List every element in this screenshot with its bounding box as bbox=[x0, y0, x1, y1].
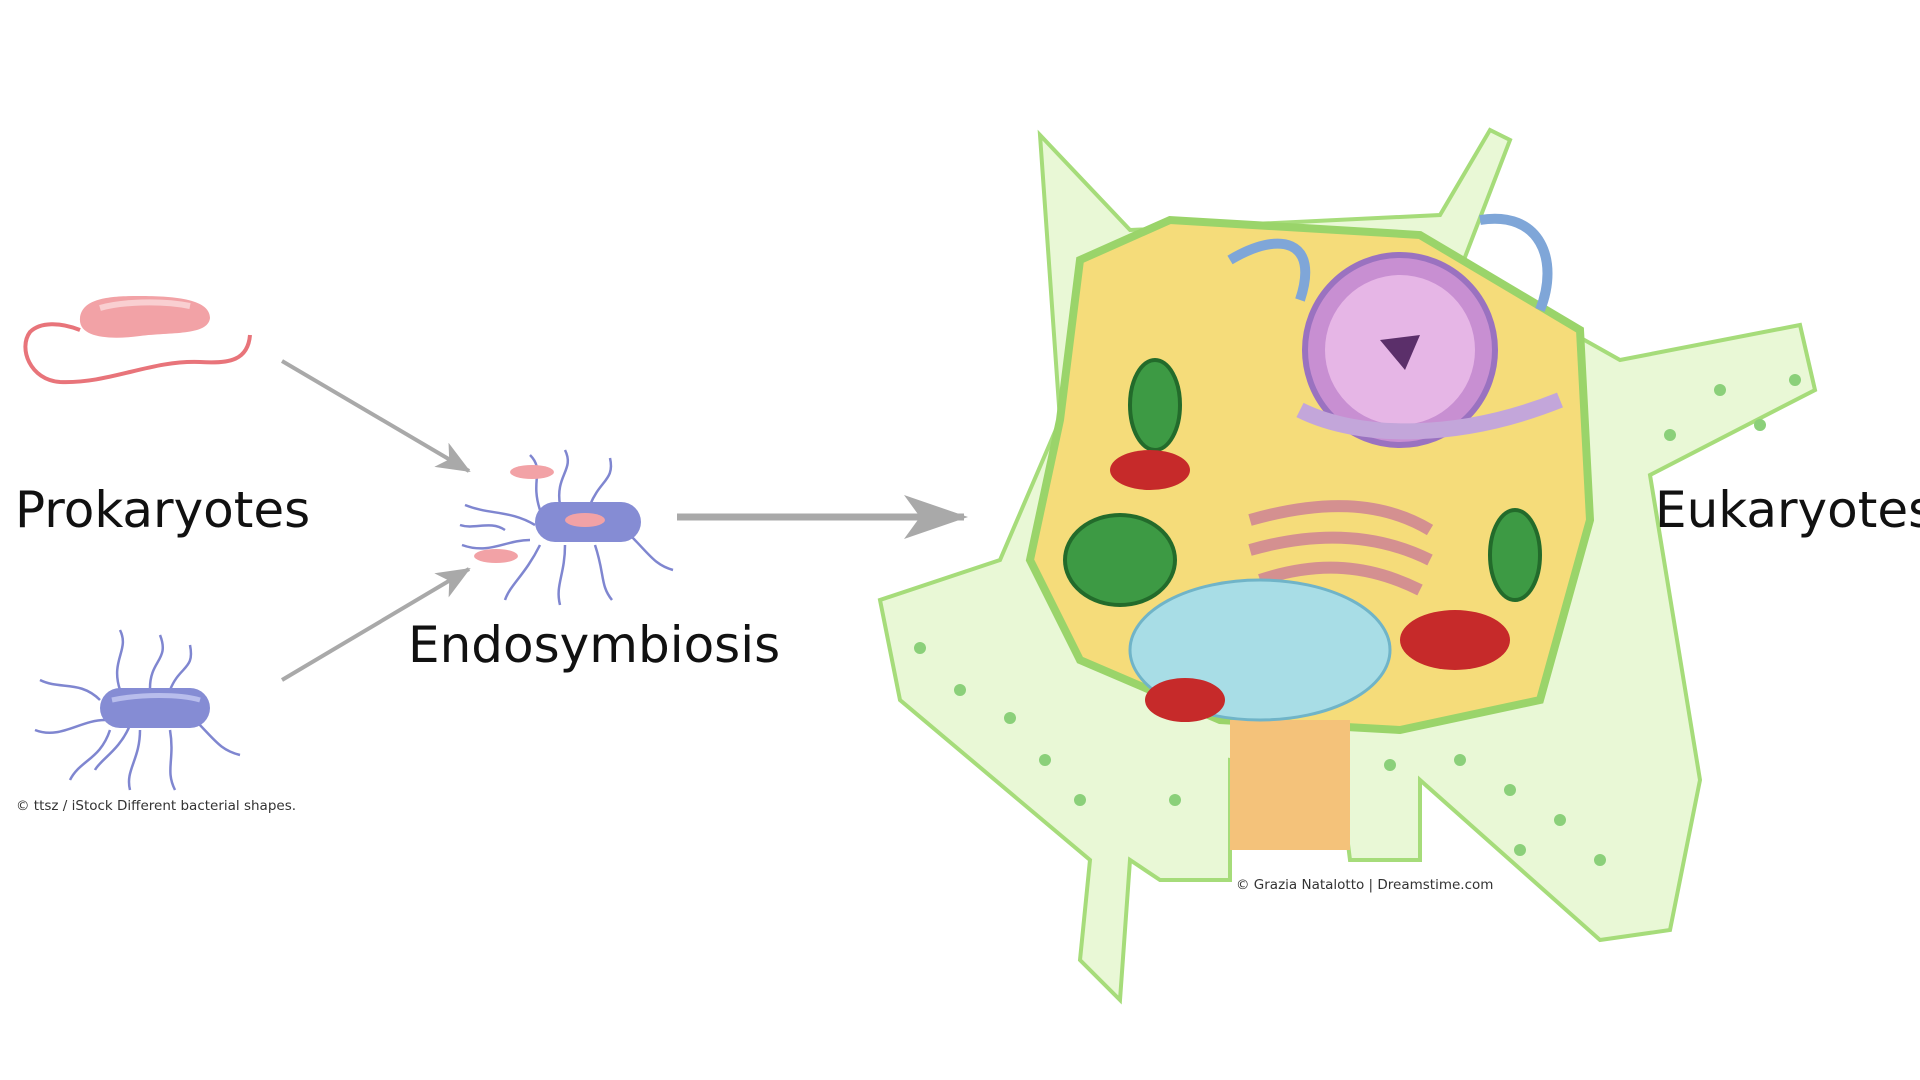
eukaryotes-label: Eukaryotes bbox=[1655, 481, 1920, 539]
arrow-lower bbox=[280, 567, 471, 682]
arrow-upper bbox=[280, 359, 471, 473]
bacteria-image-credit: © ttsz / iStock Different bacterial shap… bbox=[16, 798, 297, 814]
cell-image-credit: © Grazia Natalotto | Dreamstime.com bbox=[1236, 877, 1494, 893]
endosymbiosis-label: Endosymbiosis bbox=[408, 616, 781, 674]
plant-cell-illustration bbox=[877, 127, 1818, 1005]
endosymbiosis-bacterium-icon bbox=[459, 449, 674, 606]
blue-bacterium-icon bbox=[34, 629, 241, 791]
pink-bacterium-icon bbox=[23, 296, 252, 385]
prokaryotes-label: Prokaryotes bbox=[15, 481, 311, 539]
